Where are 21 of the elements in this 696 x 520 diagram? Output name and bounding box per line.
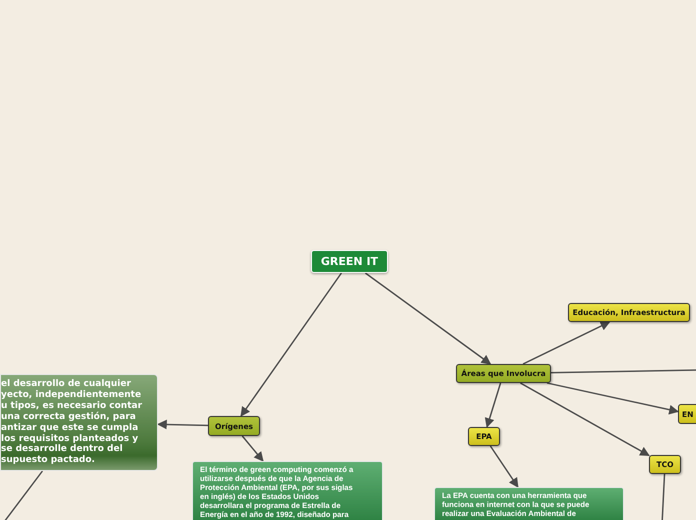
topic-box bbox=[468, 427, 500, 446]
topic-box bbox=[649, 455, 681, 474]
note-card bbox=[192, 461, 383, 520]
note-card bbox=[434, 487, 624, 520]
connector-arrow bbox=[484, 382, 502, 428]
connector-arrow bbox=[240, 272, 342, 417]
connector-arrow bbox=[364, 272, 492, 365]
connector-arrow bbox=[520, 382, 650, 456]
connector-arrow bbox=[157, 420, 208, 430]
connector-arrow bbox=[546, 382, 679, 414]
topic-box bbox=[678, 404, 696, 424]
topic-box bbox=[568, 303, 690, 322]
branch-box bbox=[208, 416, 260, 436]
connector-arrow bbox=[242, 436, 264, 462]
node-text: GREEN IT bbox=[320, 255, 378, 268]
branch-box bbox=[456, 364, 551, 383]
note-card bbox=[0, 374, 158, 471]
topic-box bbox=[311, 250, 388, 273]
connector-arrow bbox=[490, 446, 518, 488]
connector-arrow bbox=[522, 321, 610, 365]
node-text: el desarrollo de cualquier yecto, independientemente u tipos, es necesario contar una correcta gestión, para antizar que este se cumpla los requisitos planteados y se desarrolle dentro del supuesto pactado. bbox=[1, 379, 142, 466]
